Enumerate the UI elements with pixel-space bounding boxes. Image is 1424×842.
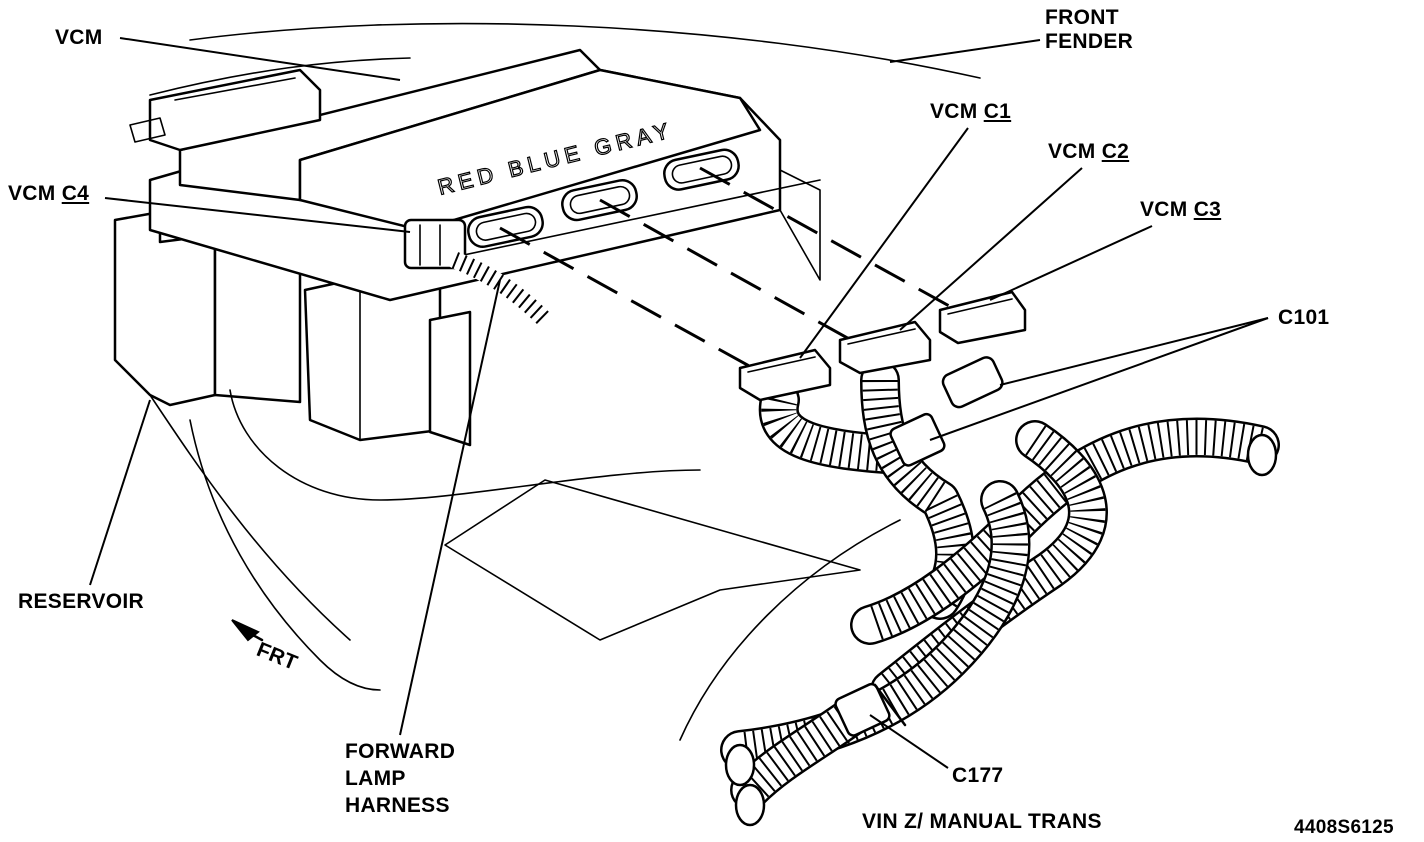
front-fender-label: FRONT FENDER (1045, 6, 1133, 54)
vcm-c2-connector (838, 320, 932, 375)
front-fender-outline (149, 22, 981, 96)
forward-lamp-line1: FORWARD (345, 740, 456, 763)
vcm-c1-prefix: VCM (930, 100, 978, 123)
front-fender-line1: FRONT (1045, 6, 1119, 29)
reservoir-label: RESERVOIR (18, 590, 145, 613)
vcm-label: VCM (55, 26, 103, 49)
vcm-c2-prefix: VCM (1048, 140, 1096, 163)
forward-lamp-line2: LAMP (345, 767, 406, 790)
leader-lines (89, 37, 1269, 769)
vcm-c4-code: C4 (61, 182, 90, 205)
vcm-c3-prefix: VCM (1140, 198, 1188, 221)
c101-connector-lower (889, 412, 946, 467)
forward-lamp-harness (446, 251, 554, 329)
forward-lamp-line3: HARNESS (345, 794, 450, 817)
vcm-socket-red (467, 205, 544, 249)
front-fender-line2: FENDER (1045, 30, 1134, 53)
bracket-structure (113, 210, 472, 447)
c101-label: C101 (1278, 306, 1330, 329)
figure-code-label: 4408S6125 (1294, 817, 1394, 838)
forward-lamp-harness-label: FORWARD LAMP HARNESS (345, 738, 455, 819)
vcm-c3-connector (938, 290, 1027, 345)
main-harness (720, 360, 1280, 827)
vcm-c1-connector (738, 348, 832, 402)
c177-label: C177 (952, 764, 1004, 787)
body-panels (149, 389, 901, 741)
vcm-module: RED BLUE GRAY (129, 48, 821, 302)
vcm-c3-code: C3 (1193, 198, 1222, 221)
vcm-c4-prefix: VCM (8, 182, 56, 205)
vcm-c1-code: C1 (983, 100, 1012, 123)
vcm-c2-code: C2 (1101, 140, 1130, 163)
vcm-c3-label: VCM C3 (1140, 198, 1221, 222)
vcm-c2-label: VCM C2 (1048, 140, 1129, 164)
vcm-c4-label: VCM C4 (8, 182, 89, 206)
front-arrow-icon (231, 619, 264, 642)
vin-note-label: VIN Z/ MANUAL TRANS (862, 810, 1102, 833)
vcm-c1-label: VCM C1 (930, 100, 1011, 124)
c101-connector-upper (941, 356, 1004, 409)
